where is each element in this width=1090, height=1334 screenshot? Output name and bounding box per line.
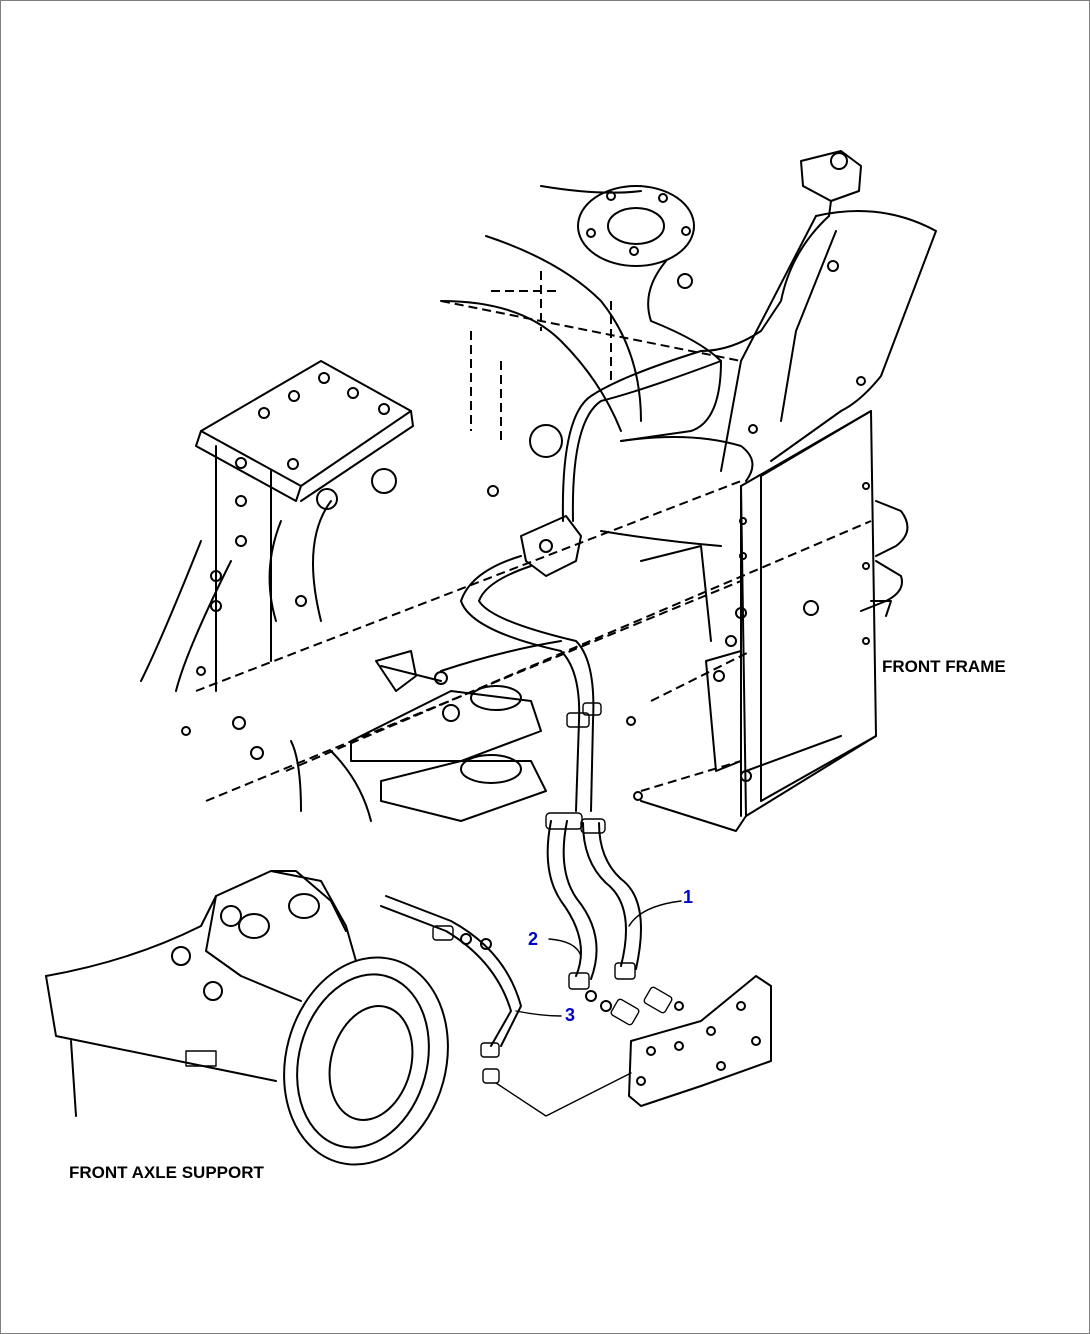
front-frame	[140, 185, 937, 832]
frame-bolts	[181, 260, 870, 801]
brake-flange-top	[577, 185, 695, 267]
callout-2[interactable]: 2	[528, 929, 539, 949]
hose-bracket	[628, 975, 772, 1107]
callout-leaders	[515, 900, 682, 1017]
callout-3[interactable]: 3	[565, 1005, 576, 1025]
brake-hoses	[545, 812, 684, 1026]
front-frame-label: FRONT FRAME	[882, 657, 1006, 676]
brake-piping	[375, 215, 830, 812]
front-axle-support-label: FRONT AXLE SUPPORT	[69, 1163, 264, 1182]
brake-switch-top	[800, 150, 862, 217]
brake-tube-3	[380, 895, 632, 1117]
callout-1[interactable]: 1	[683, 887, 694, 907]
front-axle-support	[45, 870, 449, 1166]
